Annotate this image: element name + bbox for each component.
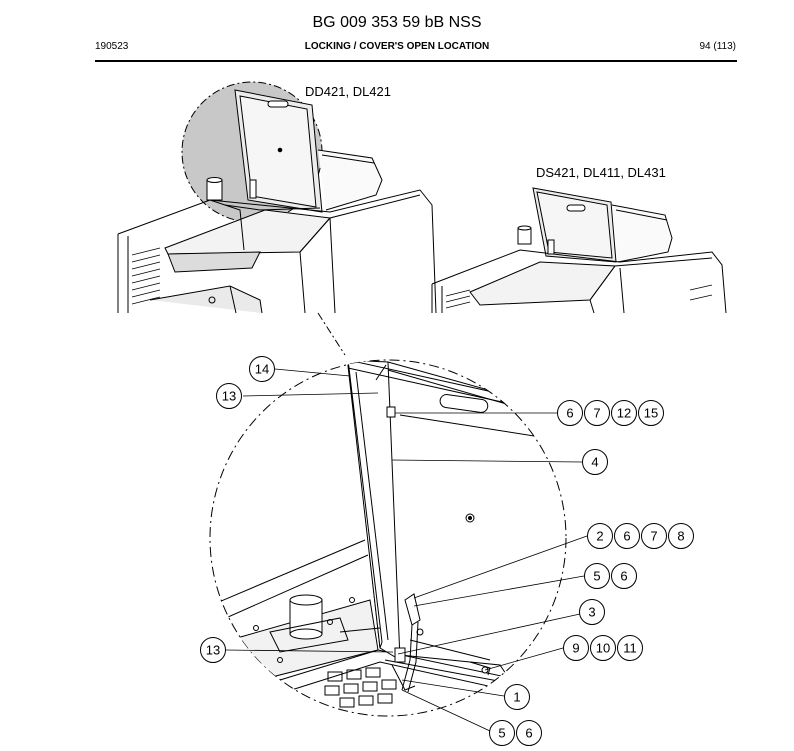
detail-drawing — [210, 360, 566, 708]
svg-text:10: 10 — [596, 641, 610, 656]
model-label-ds421: DS421, DL411, DL431 — [536, 165, 666, 180]
detail-circle — [209, 359, 567, 717]
callout-8: 8 — [668, 523, 694, 549]
callout-6-bottom: 6 — [516, 720, 542, 746]
svg-text:6: 6 — [566, 406, 573, 421]
svg-text:5: 5 — [498, 726, 505, 741]
detail-leader-line — [317, 312, 346, 356]
callout-5-bottom: 5 — [489, 720, 515, 746]
callout-2: 2 — [587, 523, 613, 549]
svg-text:7: 7 — [593, 406, 600, 421]
callout-13-top: 13 — [216, 383, 242, 409]
callout-7-mid: 7 — [641, 523, 667, 549]
svg-text:13: 13 — [206, 643, 220, 658]
callout-6-top: 6 — [557, 400, 583, 426]
section-title: LOCKING / COVER'S OPEN LOCATION — [304, 41, 490, 52]
overview-machine-left — [117, 81, 437, 314]
svg-text:6: 6 — [525, 726, 532, 741]
svg-text:4: 4 — [591, 455, 598, 470]
callout-6-mid: 6 — [614, 523, 640, 549]
callout-1: 1 — [504, 684, 530, 710]
callout-10: 10 — [590, 635, 616, 661]
svg-text:8: 8 — [677, 529, 684, 544]
callout-6-lower: 6 — [611, 563, 637, 589]
overview-machine-right — [431, 187, 727, 314]
page-number: 94 (113) — [699, 41, 736, 52]
svg-text:13: 13 — [222, 389, 236, 404]
svg-text:7: 7 — [650, 529, 657, 544]
callout-14: 14 — [249, 356, 275, 382]
callout-9: 9 — [563, 635, 589, 661]
svg-text:3: 3 — [588, 605, 595, 620]
svg-text:11: 11 — [623, 641, 637, 656]
svg-text:5: 5 — [593, 569, 600, 584]
svg-text:2: 2 — [596, 529, 603, 544]
callout-12: 12 — [611, 400, 637, 426]
callout-11: 11 — [617, 635, 643, 661]
svg-text:9: 9 — [572, 641, 579, 656]
document-date: 190523 — [95, 41, 129, 52]
svg-text:6: 6 — [620, 569, 627, 584]
svg-text:14: 14 — [255, 362, 269, 377]
svg-text:12: 12 — [617, 406, 631, 421]
callout-13-bottom: 13 — [200, 637, 226, 663]
svg-text:1: 1 — [513, 690, 520, 705]
callout-15: 15 — [638, 400, 664, 426]
callout-7-top: 7 — [584, 400, 610, 426]
callout-4: 4 — [582, 449, 608, 475]
leader-lines — [225, 368, 588, 732]
callout-3: 3 — [579, 599, 605, 625]
svg-text:15: 15 — [644, 406, 658, 421]
header-rule — [95, 60, 737, 62]
document-title: BG 009 353 59 bB NSS — [312, 14, 482, 31]
svg-text:6: 6 — [623, 529, 630, 544]
model-label-dd421: DD421, DL421 — [305, 84, 391, 99]
callout-5-mid: 5 — [584, 563, 610, 589]
